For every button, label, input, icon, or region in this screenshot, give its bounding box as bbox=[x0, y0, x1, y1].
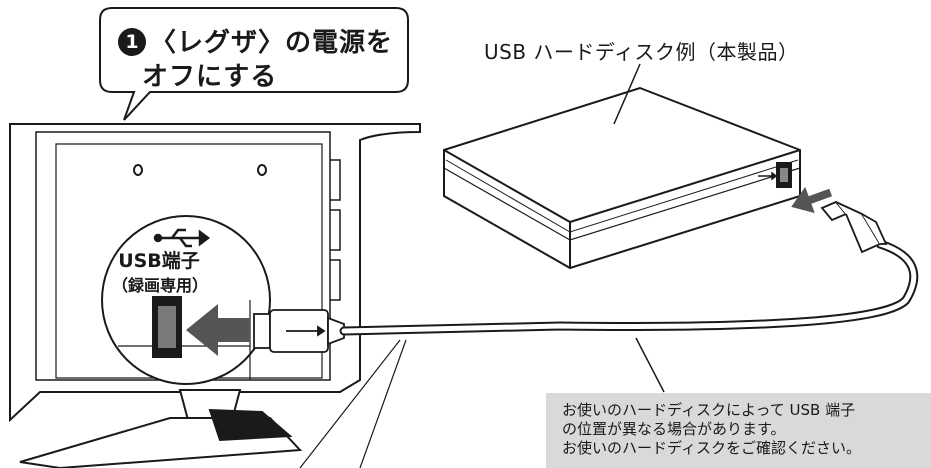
usb-symbol-icon bbox=[153, 228, 211, 248]
hdd-label-pointer bbox=[613, 63, 641, 125]
port-magnifier bbox=[101, 215, 271, 385]
hdd-label: USB ハードディスク例（本製品） bbox=[484, 40, 799, 64]
insert-arrow-tv bbox=[186, 304, 250, 356]
note-line-2: の位置が異なる場合があります。 bbox=[562, 420, 786, 438]
step-number-badge: 1 bbox=[118, 28, 146, 56]
note-box: お使いのハードディスクによって USB 端子 の位置が異なる場合があります。 お… bbox=[546, 393, 931, 468]
insert-arrow-hdd bbox=[791, 186, 833, 214]
callout-line-1: 〈レグザ〉の電源を bbox=[150, 28, 394, 58]
usb-plug-micro bbox=[820, 200, 888, 254]
callout-text: 〈レグザ〉の電源を オフにする bbox=[142, 26, 394, 94]
usb-plug-a bbox=[253, 309, 345, 353]
callout-bubble bbox=[99, 7, 409, 121]
hdd-usb-symbol-icon bbox=[758, 171, 778, 181]
usb-hard-disk bbox=[443, 86, 801, 270]
tv-stand bbox=[19, 389, 303, 468]
note-pointer bbox=[635, 337, 665, 393]
callout-line-2: オフにする bbox=[142, 62, 278, 92]
usb-port-subtitle: （録画専用） bbox=[111, 276, 208, 295]
note-line-3: お使いのハードディスクをご確認ください。 bbox=[562, 439, 861, 457]
usb-port-title: USB端子 bbox=[118, 250, 200, 272]
tv-usb-port bbox=[152, 296, 182, 358]
note-line-1: お使いのハードディスクによって USB 端子 bbox=[562, 401, 856, 419]
